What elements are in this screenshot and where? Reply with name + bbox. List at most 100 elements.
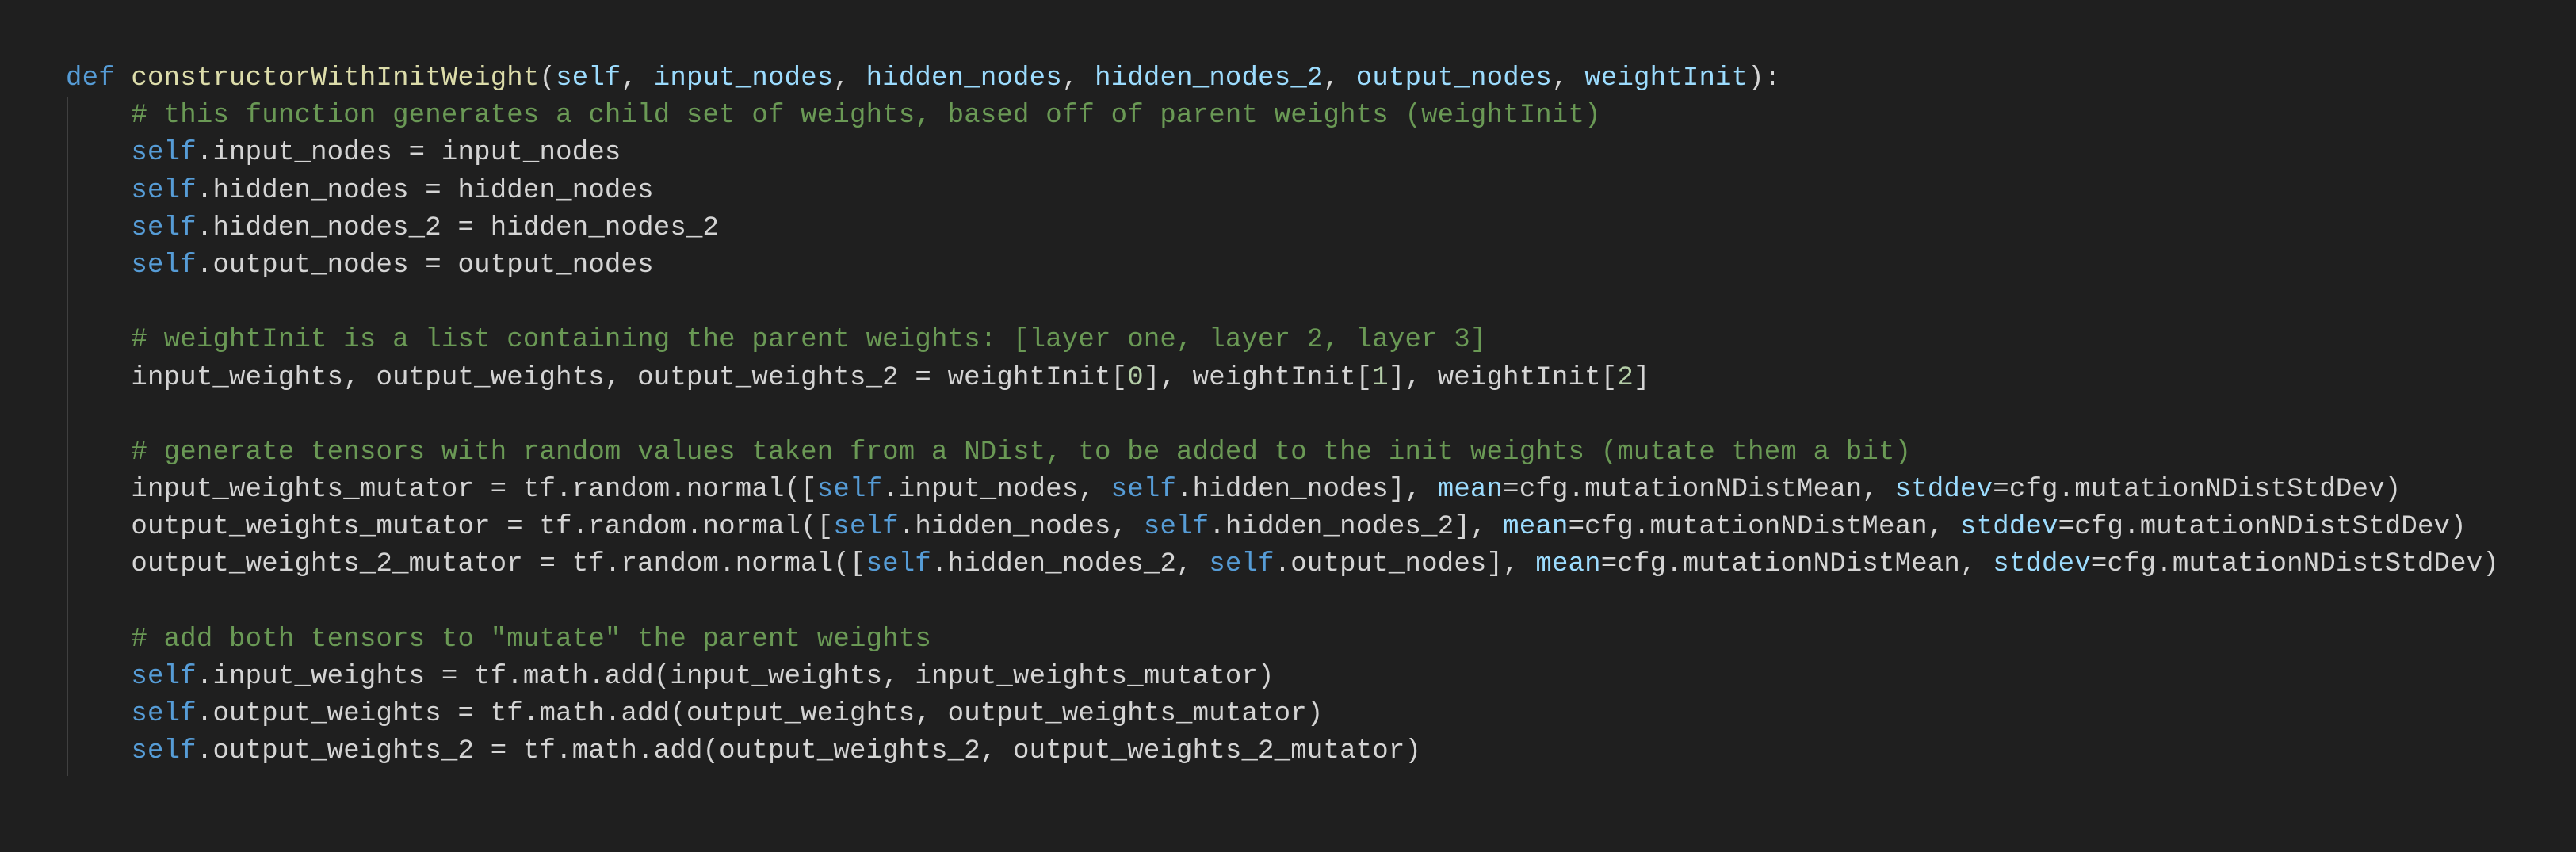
code-line[interactable]: self.output_weights_2 = tf.math.add(outp… xyxy=(66,733,2499,770)
code-text-token: =cfg.mutationNDistMean, xyxy=(1568,512,1961,543)
parameter-token: mean xyxy=(1535,549,1601,580)
code-text-token xyxy=(66,213,131,243)
keyword-token: self xyxy=(1143,512,1210,543)
code-block[interactable]: def constructorWithInitWeight(self, inpu… xyxy=(66,60,2499,771)
code-text-token: .hidden_nodes_2], xyxy=(1209,512,1504,543)
code-text-token: , xyxy=(833,63,866,94)
code-text-token xyxy=(66,736,131,766)
code-text-token: output_weights_mutator = tf.random.norma… xyxy=(66,512,834,543)
parameter-token: output_nodes xyxy=(1355,63,1553,94)
code-line[interactable] xyxy=(66,285,2499,322)
code-text-token xyxy=(115,63,132,94)
code-line[interactable]: self.input_weights = tf.math.add(input_w… xyxy=(66,659,2499,696)
code-line[interactable]: self.hidden_nodes_2 = hidden_nodes_2 xyxy=(66,210,2499,247)
code-text-token xyxy=(66,587,82,617)
code-text-token: , xyxy=(1061,63,1095,94)
function-name-token: constructorWithInitWeight xyxy=(131,63,540,94)
keyword-token: def xyxy=(66,63,115,94)
code-text-token: =cfg.mutationNDistStdDev) xyxy=(2090,549,2499,580)
comment-token: # this function generates a child set of… xyxy=(131,101,1601,132)
code-line[interactable]: # generate tensors with random values ta… xyxy=(66,434,2499,472)
code-text-token: input_weights, output_weights, output_we… xyxy=(66,362,1128,393)
code-text-token: =cfg.mutationNDistMean, xyxy=(1600,549,1993,580)
code-text-token: .output_weights_2 = tf.math.add(output_w… xyxy=(196,736,1422,767)
code-text-token: ], weightInit[ xyxy=(1143,362,1373,393)
code-line[interactable]: # weightInit is a list containing the pa… xyxy=(66,322,2499,359)
parameter-token: mean xyxy=(1437,475,1504,506)
code-line[interactable]: output_weights_mutator = tf.random.norma… xyxy=(66,509,2499,546)
code-line[interactable]: def constructorWithInitWeight(self, inpu… xyxy=(66,60,2499,97)
code-text-token: .hidden_nodes, xyxy=(898,512,1144,543)
keyword-token: self xyxy=(866,549,931,580)
code-text-token: =cfg.mutationNDistStdDev) xyxy=(1993,475,2402,506)
code-text-token xyxy=(66,325,131,355)
code-text-token: ] xyxy=(1633,362,1650,393)
code-text-token: .output_weights = tf.math.add(output_wei… xyxy=(196,699,1324,730)
code-text-token: .input_weights = tf.math.add(input_weigh… xyxy=(196,662,1275,692)
number-token: 2 xyxy=(1617,362,1634,393)
parameter-token: input_nodes xyxy=(653,63,834,94)
code-text-token: ( xyxy=(539,63,556,94)
keyword-token: self xyxy=(816,475,883,506)
code-line[interactable] xyxy=(66,397,2499,434)
number-token: 1 xyxy=(1372,362,1389,393)
code-text-token: .hidden_nodes_2, xyxy=(931,549,1210,580)
code-text-token: =cfg.mutationNDistMean, xyxy=(1503,475,1895,506)
parameter-token: stddev xyxy=(1993,549,2091,580)
code-text-token xyxy=(66,250,131,281)
code-text-token: , xyxy=(1552,63,1585,94)
parameter-token: weightInit xyxy=(1584,63,1749,94)
code-line[interactable]: # this function generates a child set of… xyxy=(66,97,2499,135)
code-text-token xyxy=(66,176,131,206)
code-line[interactable]: self.output_weights = tf.math.add(output… xyxy=(66,696,2499,733)
code-text-token: ], weightInit[ xyxy=(1388,362,1618,393)
code-line[interactable]: output_weights_2_mutator = tf.random.nor… xyxy=(66,546,2499,583)
keyword-token: self xyxy=(131,250,197,281)
code-text-token: , xyxy=(1323,63,1356,94)
code-text-token: , xyxy=(621,63,654,94)
keyword-token: self xyxy=(131,736,197,767)
keyword-token: self xyxy=(833,512,899,543)
parameter-token: hidden_nodes_2 xyxy=(1095,63,1324,94)
code-text-token: input_weights_mutator = tf.random.normal… xyxy=(66,475,817,506)
code-text-token: output_weights_2_mutator = tf.random.nor… xyxy=(66,549,866,580)
code-line[interactable]: input_weights, output_weights, output_we… xyxy=(66,360,2499,397)
comment-token: # weightInit is a list containing the pa… xyxy=(131,325,1487,356)
parameter-token: self xyxy=(556,63,621,94)
keyword-token: self xyxy=(131,138,197,169)
code-text-token: .hidden_nodes_2 = hidden_nodes_2 xyxy=(196,212,720,243)
code-text-token: .output_nodes], xyxy=(1274,549,1536,580)
parameter-token: hidden_nodes xyxy=(866,63,1062,94)
code-text-token xyxy=(66,662,131,692)
code-text-token: =cfg.mutationNDistStdDev) xyxy=(2058,512,2467,543)
code-text-token xyxy=(66,699,131,729)
code-text-token: ): xyxy=(1748,63,1781,94)
parameter-token: stddev xyxy=(1894,475,1993,506)
code-text-token xyxy=(66,400,82,430)
parameter-token: stddev xyxy=(1960,512,2058,543)
parameter-token: mean xyxy=(1503,512,1569,543)
keyword-token: self xyxy=(131,662,197,692)
code-text-token: .hidden_nodes], xyxy=(1176,475,1438,506)
keyword-token: self xyxy=(1209,549,1275,580)
code-text-token: .hidden_nodes = hidden_nodes xyxy=(196,175,654,206)
comment-token: # generate tensors with random values ta… xyxy=(131,437,1912,468)
code-line[interactable]: self.input_nodes = input_nodes xyxy=(66,135,2499,172)
indent-guide xyxy=(67,97,68,776)
keyword-token: self xyxy=(131,212,197,243)
code-line[interactable]: self.output_nodes = output_nodes xyxy=(66,247,2499,285)
code-text-token xyxy=(66,625,131,655)
code-text-token: .output_nodes = output_nodes xyxy=(196,250,654,281)
comment-token: # add both tensors to "mutate" the paren… xyxy=(131,624,931,655)
code-text-token xyxy=(66,138,131,168)
keyword-token: self xyxy=(131,699,197,730)
code-text-token xyxy=(66,101,131,131)
keyword-token: self xyxy=(1110,475,1177,506)
code-line[interactable]: self.hidden_nodes = hidden_nodes xyxy=(66,173,2499,210)
number-token: 0 xyxy=(1127,362,1144,393)
code-text-token: .input_nodes, xyxy=(882,475,1111,506)
code-line[interactable] xyxy=(66,584,2499,621)
code-line[interactable]: input_weights_mutator = tf.random.normal… xyxy=(66,472,2499,509)
code-line[interactable]: # add both tensors to "mutate" the paren… xyxy=(66,621,2499,659)
